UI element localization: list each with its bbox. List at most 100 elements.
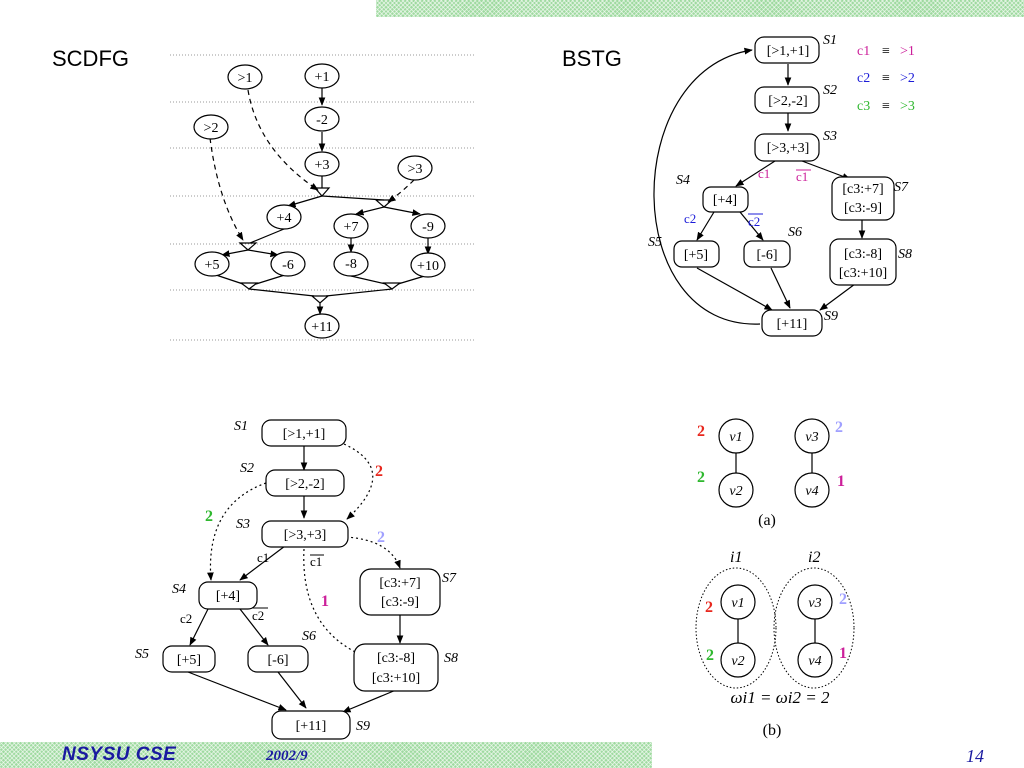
scdfg-label: -6 bbox=[282, 258, 294, 273]
bstg-bottom-state-label: S9 bbox=[356, 719, 370, 734]
bstg-bottom-state-label: S2 bbox=[240, 461, 254, 476]
bstg-bottom-state-s5 bbox=[162, 645, 216, 673]
bstg-bottom-state-text: [+11] bbox=[296, 719, 327, 734]
vertex-label: v4 bbox=[805, 484, 818, 499]
footer-page-number: 14 bbox=[966, 746, 984, 766]
bstg-bottom-state-s7 bbox=[359, 568, 441, 616]
footer-date: 2002/9 bbox=[266, 748, 308, 764]
bstg-top-state-s9 bbox=[761, 309, 823, 337]
bstg-top-state-label: S9 bbox=[824, 309, 838, 324]
bstg-bottom-state-label: S1 bbox=[234, 419, 248, 434]
vertex-v3 bbox=[794, 418, 830, 454]
weight-lavender: 2 bbox=[839, 591, 847, 608]
bstg-bottom-state-s4 bbox=[198, 581, 258, 610]
scdfg-label: -8 bbox=[345, 257, 357, 272]
scdfg-node-gt1 bbox=[227, 64, 263, 90]
weight-red: 2 bbox=[697, 423, 705, 440]
edge-label-c1-bar: c1 bbox=[310, 554, 322, 569]
bstg-top-state-text: [c3:-8] bbox=[844, 247, 882, 262]
bstg-top-state-label: S6 bbox=[788, 225, 802, 240]
scdfg-label: +7 bbox=[344, 220, 359, 235]
bstg-top-state-s7 bbox=[831, 176, 895, 221]
legend-eq: ≡ bbox=[882, 71, 890, 86]
bstg-top-state-text: [c3:+7] bbox=[842, 182, 883, 197]
header-band bbox=[376, 0, 1024, 17]
scdfg-label: >2 bbox=[204, 121, 219, 136]
bstg-bottom-state-text: [-6] bbox=[268, 653, 289, 668]
weight-lavender: 2 bbox=[377, 529, 385, 546]
bstg-bottom-state-text: [c3:-8] bbox=[377, 651, 415, 666]
scdfg-label: -2 bbox=[316, 113, 328, 128]
edge-label-c1: c1 bbox=[758, 166, 770, 181]
bstg-top-state-label: S4 bbox=[676, 173, 690, 188]
weight-green: 2 bbox=[706, 647, 714, 664]
bstg-bottom-state-text: [>2,-2] bbox=[285, 477, 324, 492]
scdfg-label: +11 bbox=[311, 320, 332, 335]
bstg-top-state-text: [c3:+10] bbox=[839, 266, 887, 281]
scdfg-node-labels: >1 +1 -2 >2 +3 >3 +4 +7 -9 +5 -6 -8 +10 … bbox=[204, 70, 439, 335]
legend-v1: >1 bbox=[900, 44, 915, 59]
bstg-top-state-text: [>3,+3] bbox=[767, 141, 810, 156]
edge-label-c1-bar: c1 bbox=[796, 169, 808, 184]
group-label-i1: i1 bbox=[730, 549, 742, 566]
legend-v3: >3 bbox=[900, 99, 915, 114]
equation: ωi1 = ωi2 = 2 bbox=[731, 688, 830, 707]
vertex-label: v3 bbox=[805, 430, 818, 445]
bstg-top-state-s2 bbox=[754, 86, 820, 114]
scdfg-node-m8 bbox=[333, 251, 369, 277]
bstg-top-state-text: [+4] bbox=[713, 193, 737, 208]
legend-c1: c1 bbox=[857, 44, 870, 59]
bstg-bottom-state-label: S5 bbox=[135, 647, 149, 662]
bstg-bottom-state-text: [c3:-9] bbox=[381, 595, 419, 610]
group-label-i2: i2 bbox=[808, 549, 820, 566]
scdfg-node-p3 bbox=[304, 151, 340, 177]
legend-c3: c3 bbox=[857, 99, 870, 114]
scdfg-node-p1 bbox=[304, 63, 340, 89]
vertex-v1 bbox=[718, 418, 754, 454]
scdfg-edges bbox=[212, 88, 432, 315]
edge-label-c2-bar: c2 bbox=[252, 608, 264, 623]
scdfg-label: -9 bbox=[422, 220, 434, 235]
vertex-label: v1 bbox=[731, 596, 744, 611]
bstg-top-state-s8 bbox=[829, 238, 897, 286]
scdfg-dashed-edges bbox=[209, 89, 415, 241]
vertex-label: v2 bbox=[731, 654, 744, 669]
bstg-top-state-text: [-6] bbox=[757, 248, 778, 263]
scdfg-label: +5 bbox=[205, 258, 220, 273]
vertex-v3 bbox=[797, 584, 833, 620]
scdfg-node-p4 bbox=[266, 204, 302, 230]
vertex-v4 bbox=[794, 472, 830, 508]
bstg-top-state-s6 bbox=[743, 240, 791, 268]
scdfg-title: SCDFG bbox=[52, 46, 129, 71]
bstg-bottom-state-label: S3 bbox=[236, 517, 250, 532]
bstg-top-edge-labels: c1 c1 c2 c2 bbox=[684, 166, 811, 229]
bstg-top-state-label: S5 bbox=[648, 235, 662, 250]
scdfg-node-m9 bbox=[410, 213, 446, 239]
scdfg-label: >1 bbox=[238, 71, 253, 86]
legend-eq: ≡ bbox=[882, 99, 890, 114]
weight-red: 2 bbox=[375, 463, 383, 480]
bstg-bottom-state-label: S4 bbox=[172, 582, 186, 597]
scdfg-nodes bbox=[193, 63, 446, 339]
weight-red: 2 bbox=[705, 599, 713, 616]
bstg-bottom-state-text: [>1,+1] bbox=[283, 427, 326, 442]
bstg-top-state-text: [>1,+1] bbox=[767, 44, 810, 59]
vertex-v2 bbox=[720, 642, 756, 678]
scdfg-label: +10 bbox=[417, 259, 439, 274]
bstg-bottom-state-label: S6 bbox=[302, 629, 316, 644]
bstg-top-state-label: S7 bbox=[894, 180, 909, 195]
edge-label-c2: c2 bbox=[684, 211, 696, 226]
vertex-label: v1 bbox=[729, 430, 742, 445]
legend-c2: c2 bbox=[857, 71, 870, 86]
vertex-v4 bbox=[797, 642, 833, 678]
weight-magenta: 1 bbox=[837, 473, 845, 490]
bstg-bottom-state-label: S7 bbox=[442, 571, 457, 586]
vertex-label: v2 bbox=[729, 484, 742, 499]
bstg-bottom-state-label: S8 bbox=[444, 651, 458, 666]
bstg-bottom-state-s3 bbox=[261, 520, 349, 548]
bstg-bottom-state-text: [c3:+10] bbox=[372, 671, 420, 686]
